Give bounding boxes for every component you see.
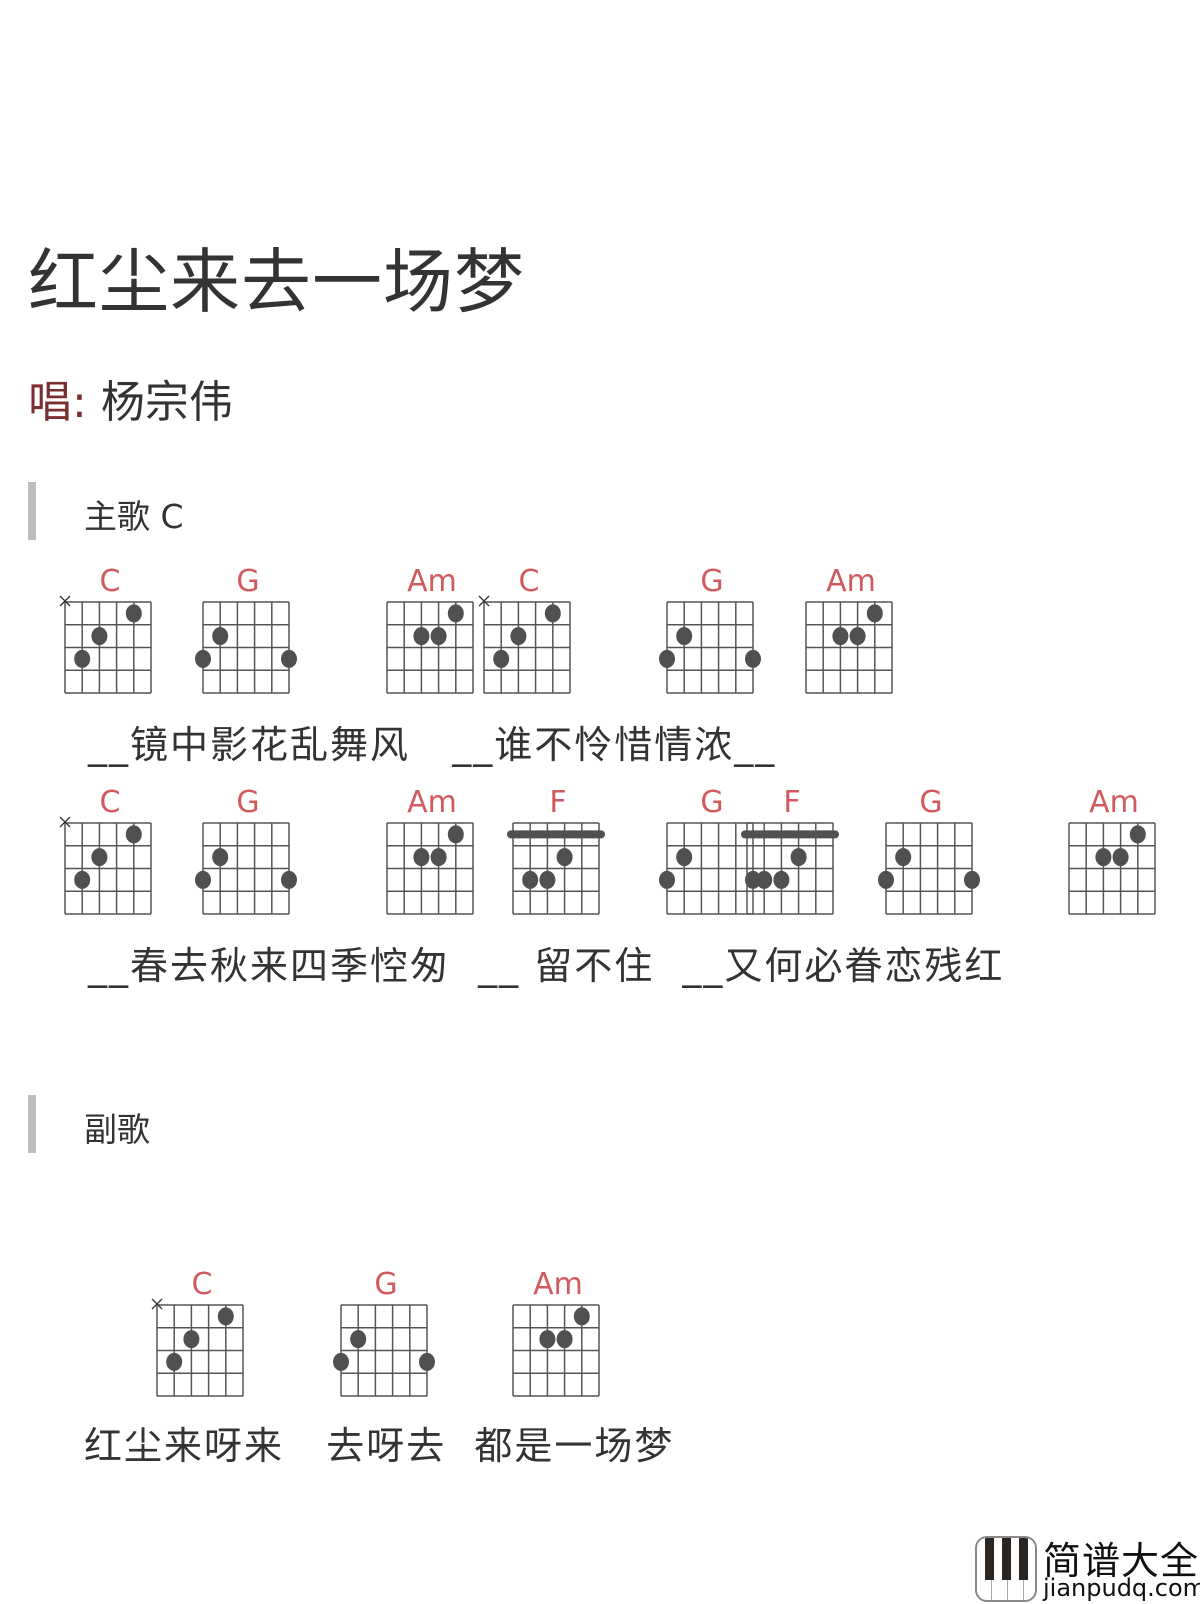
site-logo[interactable]: 简谱大全 jianpudq.com <box>975 1536 1200 1604</box>
chord-name: C <box>99 785 121 820</box>
chord-grid <box>659 822 761 915</box>
chord-name: F <box>783 785 801 820</box>
chord-name: C <box>518 564 540 599</box>
chord-grid <box>478 595 571 694</box>
chord-grid <box>386 601 474 694</box>
chord-grid <box>741 822 839 915</box>
chord-grid <box>195 601 297 694</box>
section-marker <box>28 482 36 540</box>
section-chorus-label: 副歌 <box>84 1110 150 1149</box>
chord-grid <box>59 595 152 694</box>
chord-grid <box>195 822 297 915</box>
chord-grid <box>805 601 893 694</box>
chord-name: G <box>919 785 943 820</box>
chord-name: Am <box>533 1267 583 1302</box>
chord-grid <box>507 822 605 915</box>
chord-name: Am <box>407 564 457 599</box>
chord-grid <box>878 822 980 915</box>
lyric-line: __镜中影花乱舞风 __谁不怜惜情浓__ <box>88 723 777 767</box>
chord-name: G <box>700 785 724 820</box>
chord-name: C <box>191 1267 213 1302</box>
singer-label: 唱: <box>28 377 87 428</box>
chord-name: F <box>549 785 567 820</box>
chord-name: Am <box>407 785 457 820</box>
chord-grid <box>333 1304 435 1397</box>
chord-grid <box>59 816 152 915</box>
section-verse-label: 主歌 C <box>84 497 184 536</box>
singer-line: 唱: 杨宗伟 <box>28 366 233 430</box>
lyric-line: __春去秋来四季悾匆 __ 留不住 __又何必眷恋残红 <box>88 944 1005 988</box>
chord-grid <box>1068 822 1156 915</box>
chord-grid <box>512 1304 600 1397</box>
chord-grid <box>386 822 474 915</box>
section-marker <box>28 1095 36 1153</box>
chord-name: G <box>236 564 260 599</box>
singer-name: 杨宗伟 <box>100 377 233 428</box>
chord-name: Am <box>826 564 876 599</box>
lyric-line: 红尘来呀来 去呀去 都是一场梦 <box>84 1424 675 1468</box>
song-title: 红尘来去一场梦 <box>28 241 525 323</box>
chord-name: G <box>374 1267 398 1302</box>
chord-grid <box>151 1298 244 1397</box>
chord-grid <box>659 601 761 694</box>
chord-name: Am <box>1089 785 1139 820</box>
chord-name: G <box>700 564 724 599</box>
chord-name: C <box>99 564 121 599</box>
chord-name: G <box>236 785 260 820</box>
piano-keys-icon <box>975 1536 1037 1602</box>
logo-name: 简谱大全 <box>1043 1539 1200 1583</box>
logo-domain: jianpudq.com <box>1043 1574 1200 1602</box>
